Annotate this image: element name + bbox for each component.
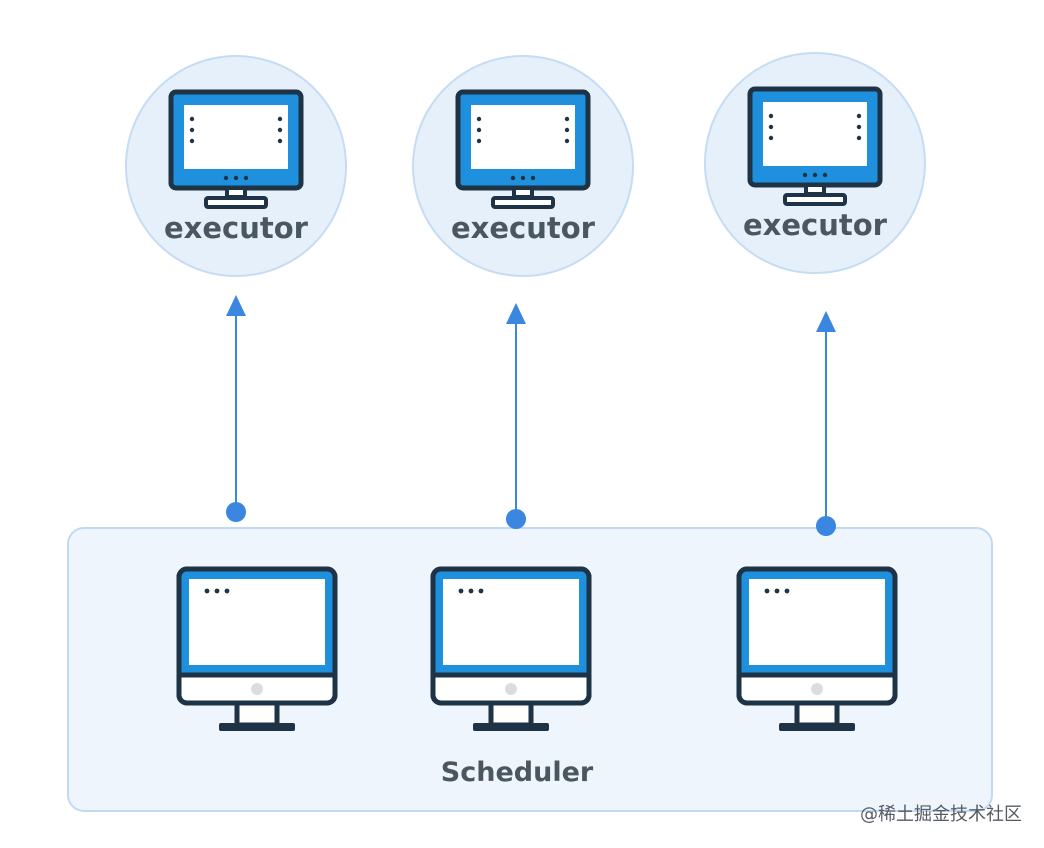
executor-monitor-1-icon [171,92,301,207]
watermark: @稀土掘金技术社区 [860,804,1022,825]
executor-label-2: executor [451,211,596,245]
executor-node-1: executor [125,55,347,277]
arrow-2 [506,303,526,529]
executor-node-2: executor [412,55,634,277]
executor-node-3: executor [704,52,926,274]
scheduler-label: Scheduler [441,757,594,788]
executor-label-1: executor [164,211,309,245]
scheduler-panel: Scheduler [67,527,993,812]
arrow-3 [816,311,836,536]
executor-monitor-3-icon [750,89,880,204]
executor-monitor-2-icon [458,92,588,207]
arrow-1 [226,295,246,522]
executor-label-3: executor [743,208,888,242]
